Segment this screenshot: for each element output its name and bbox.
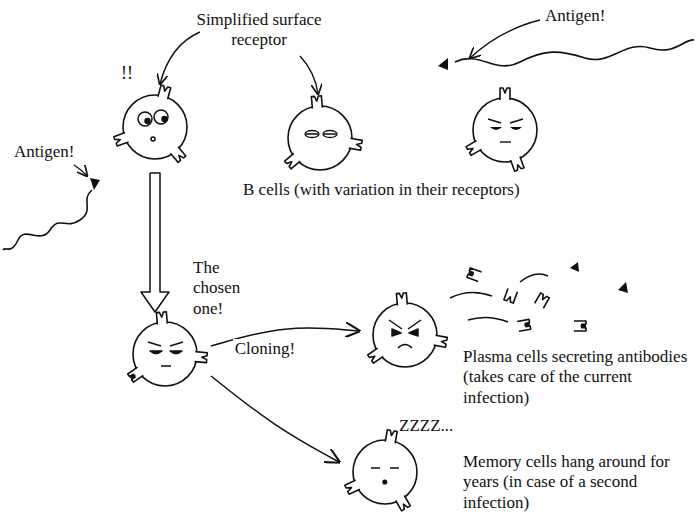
- illustration-rect: [468, 270, 474, 276]
- illustration-path: [450, 292, 492, 298]
- antigen-tip: [438, 58, 448, 70]
- cell-face: [145, 117, 167, 124]
- surface-receptor: [128, 367, 144, 382]
- illustration-path: [500, 141, 511, 142]
- surface-receptor: [349, 138, 363, 150]
- illustration-path: [488, 119, 523, 123]
- cell-face: [138, 110, 168, 126]
- b-cell: The chosen one!: [119, 308, 211, 400]
- cell-membrane: [353, 440, 417, 504]
- cell-face: [392, 329, 418, 336]
- cell-face: [398, 345, 412, 349]
- surface-receptor: [156, 312, 167, 325]
- illustration-path: [468, 317, 508, 322]
- b-cell: Plasma cells secreting antibodies (takes…: [359, 289, 451, 381]
- illustration-path: [570, 262, 579, 272]
- callout-label: Simplified surface receptor: [188, 10, 330, 51]
- illustration-path: [618, 282, 628, 293]
- bound-antigen: [129, 373, 136, 380]
- cell-outline: [109, 81, 201, 173]
- cell-caption: Memory cells hang around for years (in c…: [463, 452, 685, 513]
- antigen-tip: [90, 178, 100, 190]
- arrow-connector: [211, 376, 339, 462]
- antigen-strand: [455, 40, 694, 66]
- surface-receptor: [368, 348, 384, 363]
- illustration-rect: [581, 324, 586, 329]
- cell-caption: !!: [121, 63, 151, 85]
- b-cell: [285, 96, 363, 170]
- cell-outline: [339, 426, 431, 518]
- surface-receptor: [467, 268, 482, 282]
- leader-arrow: [74, 165, 87, 176]
- leader-arrow: [300, 56, 318, 94]
- surface-receptor: [396, 495, 411, 510]
- cell-face: [383, 480, 387, 484]
- cell-caption: Plasma cells secreting antibodies (takes…: [463, 347, 688, 408]
- surface-receptor: [194, 352, 207, 363]
- illustration-path: [520, 274, 548, 282]
- surface-receptor: [385, 430, 397, 444]
- surface-receptor: [511, 156, 525, 171]
- surface-receptor: [311, 96, 322, 109]
- cell-outline: [359, 289, 451, 381]
- cell-face: [389, 320, 421, 329]
- sound-effect: ZZZZ...: [399, 416, 469, 436]
- surface-receptor: [396, 293, 407, 306]
- surface-receptor: [114, 133, 129, 147]
- surface-receptor: [500, 88, 510, 100]
- antigen-label: Antigen!: [14, 142, 94, 162]
- surface-receptor: [285, 153, 301, 168]
- cell-face: [150, 351, 182, 354]
- surface-receptor: [504, 288, 518, 303]
- leader-arrow: [160, 32, 200, 84]
- antigen-label: Antigen!: [545, 6, 625, 26]
- surface-receptor: [170, 147, 185, 163]
- b-cell: !!: [109, 81, 201, 173]
- cell-face: [371, 467, 399, 469]
- surface-receptor: [466, 141, 481, 156]
- cell-outline: [119, 308, 211, 400]
- edge-label: Cloning!: [233, 339, 297, 359]
- surface-receptor: [535, 293, 550, 308]
- cell-face: [161, 365, 171, 367]
- illustration-path: [306, 133, 336, 134]
- surface-receptor: [574, 321, 586, 331]
- antibodies: [450, 262, 628, 331]
- surface-receptor: [434, 335, 448, 347]
- illustration-path: [490, 127, 522, 130]
- surface-receptor: [158, 85, 171, 99]
- cell-face: [151, 137, 155, 141]
- group-label: B cells (with variation in their recepto…: [243, 180, 603, 200]
- b-cell: ZZZZ...Memory cells hang around for year…: [339, 426, 431, 518]
- b-cell: [466, 88, 537, 171]
- antigen-strand: [3, 190, 92, 250]
- illustration-circle: [473, 98, 537, 162]
- cell-face: [148, 342, 183, 346]
- block-arrow: [141, 173, 169, 312]
- leader-arrow: [470, 20, 540, 58]
- surface-receptor: [345, 480, 360, 494]
- cell-caption: The chosen one!: [193, 258, 251, 319]
- illustration-rect: [524, 322, 530, 328]
- surface-receptor: [517, 319, 531, 331]
